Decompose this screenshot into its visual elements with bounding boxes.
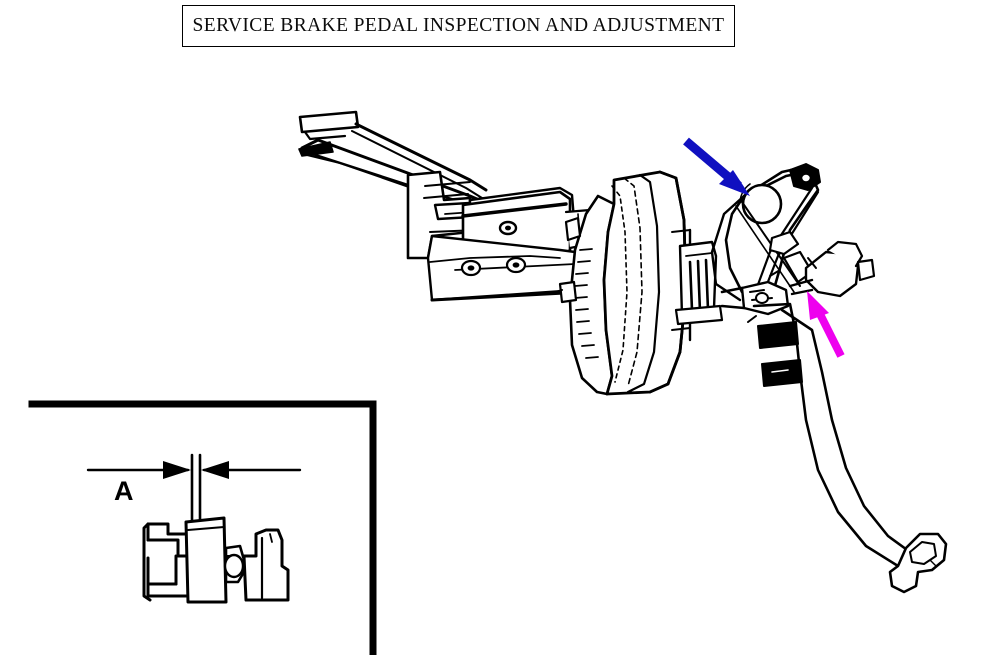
lower-bracket-box [426, 234, 586, 302]
title-box: SERVICE BRAKE PEDAL INSPECTION AND ADJUS… [182, 5, 735, 47]
push-rod-plate [184, 516, 228, 604]
dimension-label-a: A [114, 476, 134, 506]
page-title: SERVICE BRAKE PEDAL INSPECTION AND ADJUS… [192, 15, 725, 36]
inset-frame [28, 400, 377, 655]
dimension-arrowheads [163, 461, 229, 479]
section-hatch [747, 269, 781, 323]
stop-light-switch [788, 240, 876, 298]
brake-pedal-arm [752, 302, 948, 594]
master-cylinder-lever [298, 110, 360, 141]
booster-valve-body [671, 228, 724, 342]
magenta-callout-arrow [807, 291, 845, 358]
brake-booster [555, 170, 688, 396]
pedal-pivot-bracket [710, 163, 821, 302]
retainer-block [223, 544, 246, 584]
stop-pad [242, 528, 290, 602]
clevis-fork [142, 522, 188, 602]
blue-callout-arrow [683, 137, 750, 196]
